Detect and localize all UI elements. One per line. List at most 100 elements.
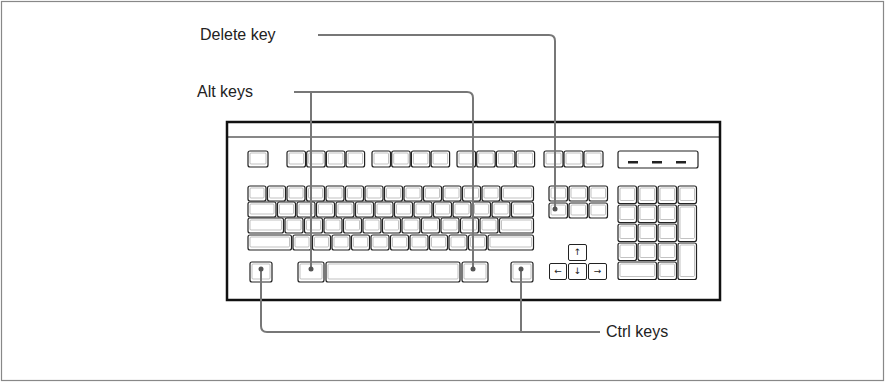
key-top <box>551 188 566 198</box>
key <box>473 202 491 217</box>
key <box>618 205 637 223</box>
key <box>618 243 637 261</box>
key <box>564 151 583 167</box>
key <box>278 202 296 217</box>
callout-label: Delete key <box>199 27 277 43</box>
key <box>313 235 331 250</box>
callout-label: Ctrl keys <box>605 324 669 340</box>
key-top <box>328 188 342 198</box>
key-top <box>367 188 381 198</box>
key-top <box>348 188 362 198</box>
key <box>293 235 311 250</box>
key-top <box>287 220 301 230</box>
key-top <box>426 188 440 198</box>
key <box>638 205 657 223</box>
key-top <box>354 237 368 247</box>
key <box>477 151 496 167</box>
key <box>502 186 534 201</box>
key <box>371 235 389 250</box>
key-top <box>338 204 352 214</box>
key-top <box>463 220 477 230</box>
key-top <box>433 153 448 164</box>
key-top <box>680 245 695 277</box>
key-top <box>504 188 532 198</box>
key-top <box>660 188 675 201</box>
leader-dot <box>309 267 314 272</box>
key-top <box>328 264 458 279</box>
key <box>658 224 677 242</box>
key <box>356 202 374 217</box>
key-top <box>640 207 655 220</box>
key <box>287 151 306 167</box>
key-top <box>586 153 601 164</box>
key-top <box>660 226 675 239</box>
key-top <box>566 153 581 164</box>
key <box>658 186 677 204</box>
key-top <box>518 153 533 164</box>
key-top <box>289 153 304 164</box>
arrow-key: ← <box>549 263 567 280</box>
key <box>372 151 391 167</box>
key <box>385 186 403 201</box>
key-top <box>394 153 409 164</box>
key-legend: ↑ <box>574 248 582 257</box>
key <box>678 205 697 242</box>
key <box>638 224 657 242</box>
key-top <box>358 204 372 214</box>
key <box>383 218 401 233</box>
key-top <box>289 188 303 198</box>
key <box>461 218 479 233</box>
leader-dots <box>259 207 558 272</box>
leader-lines <box>261 35 600 332</box>
arrow-key: ↑ <box>568 244 587 261</box>
key-top <box>413 153 428 164</box>
key-top <box>397 204 411 214</box>
key <box>589 186 608 201</box>
key <box>638 243 657 261</box>
key-legend: ↓ <box>574 267 582 276</box>
key-top <box>280 204 294 214</box>
key <box>569 203 588 218</box>
key <box>678 243 697 280</box>
arrow-key: ↓ <box>568 263 587 280</box>
key <box>549 186 568 201</box>
key-top <box>250 204 274 214</box>
key <box>430 235 448 250</box>
leader-dot <box>519 267 524 272</box>
key <box>410 235 428 250</box>
key <box>584 151 603 167</box>
key <box>297 202 315 217</box>
key-top <box>640 245 655 258</box>
leader-line <box>294 92 473 268</box>
key-top <box>502 220 532 230</box>
key <box>402 218 420 233</box>
key-top <box>494 204 508 214</box>
key-top <box>680 207 695 239</box>
key-top <box>365 220 379 230</box>
key-top <box>436 204 450 214</box>
leader-line <box>310 92 312 268</box>
key-top <box>307 220 321 230</box>
key <box>326 186 344 201</box>
key-top <box>404 220 418 230</box>
key-top <box>591 205 606 215</box>
key <box>618 224 637 242</box>
key-top <box>660 207 675 220</box>
key <box>414 202 432 217</box>
indicator-lamp <box>628 161 638 164</box>
key <box>488 235 534 250</box>
key-top <box>514 204 532 214</box>
key-top <box>373 237 387 247</box>
key-top <box>416 204 430 214</box>
key-top <box>475 204 489 214</box>
key <box>638 186 657 204</box>
key <box>482 186 500 201</box>
key <box>658 205 677 223</box>
key <box>326 262 460 282</box>
key-top <box>620 245 635 258</box>
key <box>248 235 292 250</box>
key <box>424 186 442 201</box>
key <box>248 202 276 217</box>
key <box>569 186 588 201</box>
